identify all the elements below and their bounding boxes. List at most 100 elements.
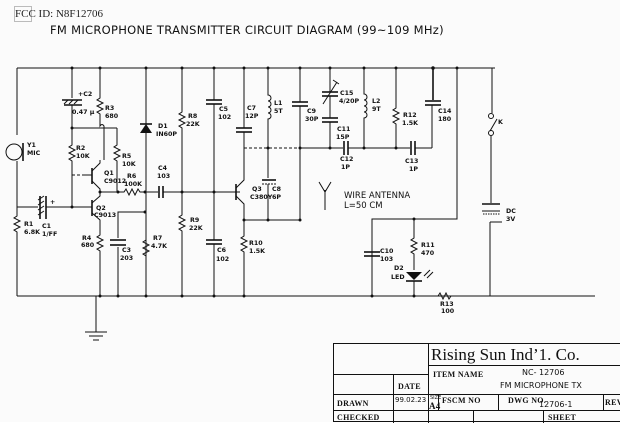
junction bbox=[98, 294, 102, 298]
checked-label: CHECKED bbox=[334, 410, 394, 423]
microphone-y1: Y1 MIC bbox=[5, 142, 41, 161]
r13-ref: R13 bbox=[440, 301, 454, 308]
c13-ref: C13 bbox=[405, 158, 418, 165]
item-description: FM MICROPHONE TX bbox=[500, 381, 582, 390]
battery-wire-bottom bbox=[452, 222, 491, 297]
resistor-r1 bbox=[12, 208, 22, 296]
q1-ref: Q1 bbox=[104, 170, 114, 177]
resistor-r9 bbox=[177, 192, 187, 296]
r10-value: 1.5K bbox=[249, 248, 266, 255]
junction bbox=[242, 294, 246, 298]
size-value: A4 bbox=[429, 401, 441, 411]
transistor-q3: Q3 C380Y bbox=[230, 178, 273, 220]
switch-k-contact-top bbox=[488, 113, 494, 119]
r3-ref: R3 bbox=[105, 105, 114, 112]
q1-value: C9012 bbox=[104, 178, 126, 185]
title-block-blank bbox=[334, 344, 429, 394]
switch-k[interactable] bbox=[489, 118, 498, 132]
resistor-r12 bbox=[391, 68, 401, 148]
antenna-length: L=50 CM bbox=[344, 201, 383, 211]
c4-ref: C4 bbox=[158, 165, 168, 172]
q2-emitter bbox=[91, 212, 101, 232]
junction bbox=[266, 146, 270, 150]
title-block: DATE Rising Sun Ind’1. Co. ITEM NAME NC-… bbox=[333, 343, 620, 423]
c1-ref: C1 bbox=[42, 223, 51, 230]
date-label: DATE bbox=[394, 374, 429, 394]
q2-ref: Q2 bbox=[96, 205, 106, 212]
resistor-r2 bbox=[67, 128, 77, 207]
q3-ref: Q3 bbox=[252, 186, 262, 193]
c11-value: 15P bbox=[336, 134, 350, 141]
diode-d1 bbox=[140, 124, 152, 133]
inductor-l2 bbox=[363, 68, 368, 148]
c1-hatching bbox=[37, 195, 45, 216]
c2-hatching bbox=[63, 99, 79, 105]
junction bbox=[212, 294, 216, 298]
r12-ref: R12 bbox=[403, 112, 417, 119]
d2-ref: D2 bbox=[394, 265, 404, 272]
drawn-date: 99.02.23 bbox=[394, 394, 429, 410]
resistor-r4 bbox=[95, 232, 105, 296]
k-ref: K bbox=[498, 119, 504, 126]
antenna-label: WIRE ANTENNA bbox=[344, 191, 410, 201]
r6-ref: R6 bbox=[127, 173, 137, 180]
junction bbox=[370, 294, 374, 298]
junction bbox=[298, 218, 302, 222]
diagram-title: FM MICROPHONE TRANSMITTER CIRCUIT DIAGRA… bbox=[50, 23, 444, 37]
y1-value: MIC bbox=[27, 150, 41, 157]
c3-value: 203 bbox=[120, 255, 133, 262]
drawn-label: DRAWN bbox=[334, 394, 394, 410]
c10-value: 103 bbox=[380, 256, 393, 263]
c1-plus: + bbox=[50, 199, 55, 206]
c15-ref: C15 bbox=[340, 90, 353, 97]
dwg-number: 12706-1 bbox=[539, 400, 573, 409]
r7-value: 4.7K bbox=[151, 243, 168, 250]
q3-collector bbox=[235, 178, 245, 189]
c3-ref: C3 bbox=[122, 247, 131, 254]
ground-icon bbox=[85, 331, 107, 341]
mic-icon bbox=[5, 143, 23, 161]
dwg-label: DWG NO. bbox=[508, 396, 547, 405]
l1-value: 5T bbox=[274, 108, 283, 115]
r8-value: 22K bbox=[186, 121, 201, 128]
c9-value: 30P bbox=[305, 116, 319, 123]
d2-value: LED bbox=[391, 274, 405, 281]
c9-ref: C9 bbox=[307, 108, 316, 115]
junction bbox=[412, 294, 416, 298]
c13-value: 1P bbox=[409, 166, 418, 173]
q2-value: C9013 bbox=[94, 212, 116, 219]
blank-cell bbox=[474, 410, 544, 423]
junction bbox=[212, 190, 216, 194]
junction bbox=[266, 218, 270, 222]
l2-value: 9T bbox=[372, 106, 381, 113]
q1-collector bbox=[91, 180, 101, 192]
r11-ref: R11 bbox=[421, 242, 435, 249]
c10-ref: C10 bbox=[380, 248, 394, 255]
l1-ref: L1 bbox=[274, 100, 282, 107]
c4-value: 103 bbox=[157, 173, 170, 180]
fcc-id: FCC ID: N8F12706 bbox=[15, 8, 104, 20]
c6-value: 102 bbox=[216, 256, 229, 263]
resistor-r13 bbox=[414, 291, 452, 301]
l2-ref: L2 bbox=[372, 98, 380, 105]
junction bbox=[362, 146, 366, 150]
item-name-label: ITEM NAME bbox=[433, 370, 484, 379]
resistor-r10 bbox=[239, 220, 249, 296]
r9-ref: R9 bbox=[190, 217, 199, 224]
blank-cell bbox=[429, 410, 474, 423]
c2-ref: +C2 bbox=[78, 91, 92, 98]
led-light-icon bbox=[423, 269, 434, 279]
c5-ref: C5 bbox=[219, 106, 228, 113]
r5-ref: R5 bbox=[122, 153, 131, 160]
resistor-r5 bbox=[112, 128, 122, 192]
dc-value: 3V bbox=[506, 216, 515, 223]
q2-collector bbox=[91, 192, 101, 204]
transistor-q1: Q1 C9012 bbox=[82, 160, 126, 192]
c12-value: 1P bbox=[341, 164, 350, 171]
r3-value: 680 bbox=[105, 113, 119, 120]
junction bbox=[144, 294, 148, 298]
switch-k-contact-bottom bbox=[488, 130, 494, 136]
r7-ref: R7 bbox=[153, 235, 162, 242]
c7-value: 12P bbox=[245, 113, 259, 120]
